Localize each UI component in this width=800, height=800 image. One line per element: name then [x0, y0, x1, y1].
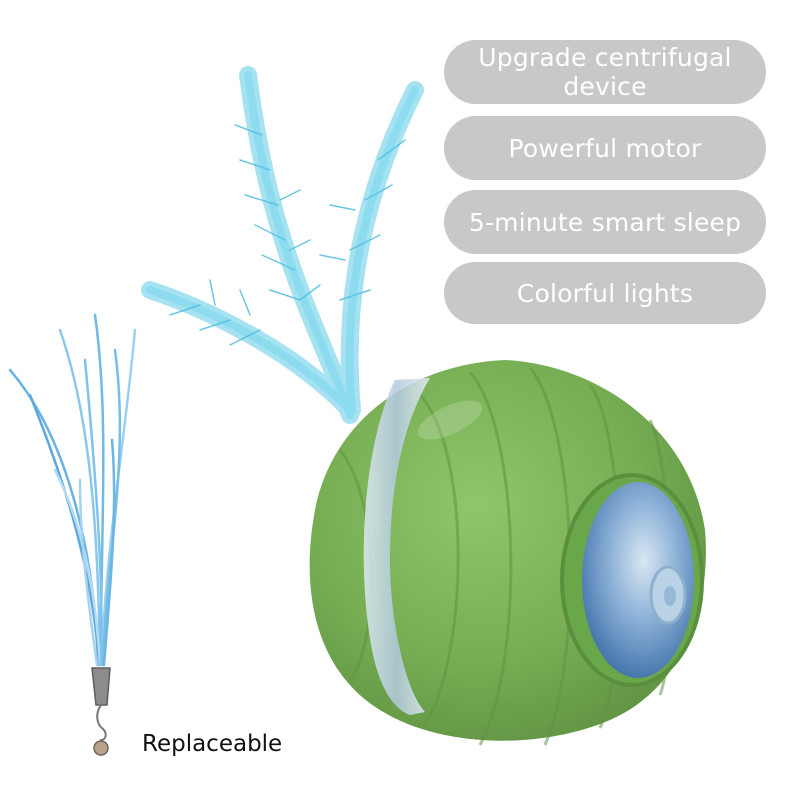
feature-pill-centrifugal: Upgrade centrifugal device [444, 40, 766, 104]
replaceable-tinsel [8, 313, 137, 756]
feature-label: Powerful motor [508, 133, 702, 163]
replaceable-caption: Replaceable [142, 731, 283, 757]
feature-label: Upgrade centrifugal device [478, 43, 732, 101]
feature-pill-lights: Colorful lights [444, 262, 766, 324]
feature-pill-motor: Powerful motor [444, 116, 766, 180]
light-band [363, 378, 430, 715]
cat-toy-ball [309, 360, 706, 746]
feature-pill-smart-sleep: 5-minute smart sleep [444, 190, 766, 254]
feature-label: 5-minute smart sleep [468, 207, 742, 237]
lens-light [582, 482, 694, 678]
feather-plume [141, 66, 424, 424]
feature-label: Colorful lights [516, 278, 694, 308]
